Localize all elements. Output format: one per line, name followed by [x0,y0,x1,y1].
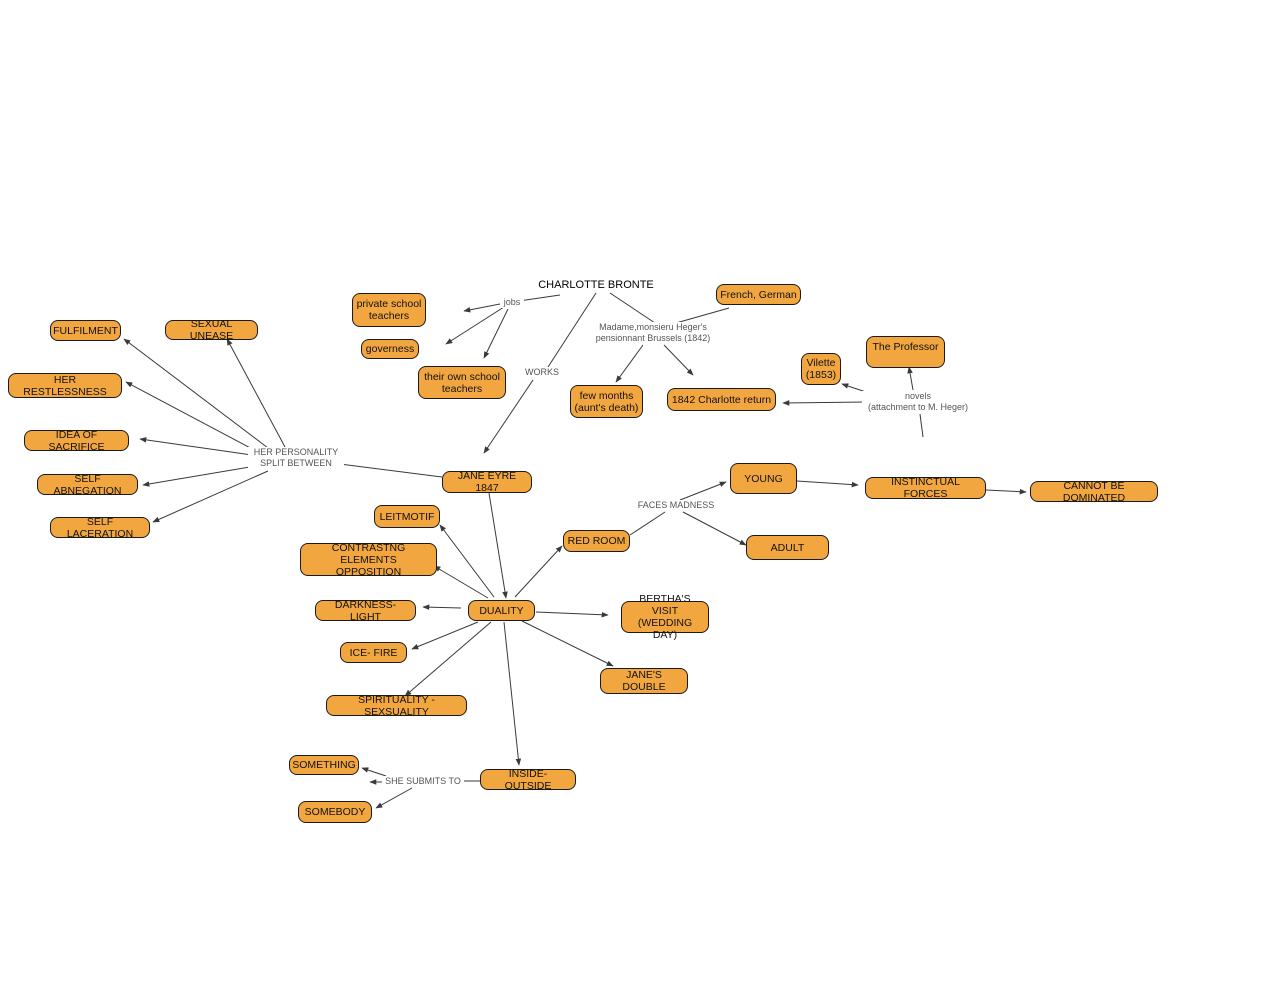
node-instinctual-forces[interactable]: INSTINCTUAL FORCES [865,476,986,500]
node-berthas-visit[interactable]: BERTHA'S VISIT (WEDDING DAY) [621,593,709,641]
link-faces-adult [682,511,747,546]
node-contrasting-elements[interactable]: CONTRASTNG ELEMENTS OPPOSITION [300,542,437,578]
link-duality-spirituality [404,621,492,697]
link-pers-laceration [152,470,269,523]
link-heger-french [675,307,730,324]
link-submits-something [361,767,387,777]
label-faces-madness: FACES MADNESS [632,500,720,511]
link-submits-somebody [375,787,413,809]
node-duality[interactable]: DUALITY [468,600,535,621]
link-title-works [547,292,597,368]
node-janes-double[interactable]: JANE'S DOUBLE [600,668,688,694]
link-novels-return [782,400,867,406]
link-duality-darkness [422,604,462,610]
link-duality-insideoutside [503,621,522,766]
link-janeeyre-duality [488,492,508,599]
link-pers-abnegation [142,465,257,487]
link-duality-icefire [411,621,479,650]
link-duality-contrasting [433,565,489,599]
link-redroom-faces [629,511,666,536]
node-cannot-be-dominated[interactable]: CANNOT BE DOMINATED [1030,480,1158,504]
link-novels-up [919,413,924,438]
map-title: CHARLOTTE BRONTE [538,279,654,291]
link-jobs-governess [445,306,505,345]
link-pers-sacrifice [139,437,253,456]
label-works: WORKS [522,367,562,378]
node-french-german[interactable]: French, German [716,284,801,305]
node-somebody[interactable]: SOMEBODY [298,801,372,823]
link-young-instinctual [796,480,859,488]
link-novels-professor [907,366,914,391]
node-inside-outside[interactable]: INSIDE- OUTSIDE [480,768,576,792]
node-sexual-unease[interactable]: SEXUAL UNEASE [165,318,258,342]
node-darkness-light[interactable]: DARKNESS- LIGHT [315,599,416,623]
link-faces-young [679,481,727,501]
link-works-janeeyre [483,379,534,454]
node-self-laceration[interactable]: SELF LACERATION [50,516,150,540]
label-novels: novels (attachment to M. Heger) [862,391,974,413]
node-something[interactable]: SOMETHING [289,755,359,775]
label-submits: SHE SUBMITS TO [382,776,464,787]
link-novels-vilette [841,383,867,393]
node-vilette[interactable]: Vilette (1853) [801,353,841,385]
node-fulfilment[interactable]: FULFILMENT [50,320,121,341]
link-jobs-private [463,303,501,313]
node-charlotte-return[interactable]: 1842 Charlotte return [667,388,776,411]
node-adult[interactable]: ADULT [746,535,829,560]
label-personality: HER PERSONALITY SPLIT BETWEEN [248,447,344,469]
link-pers-fulfilment [123,338,269,449]
link-heger-return [663,344,694,376]
link-duality-leitmotif [439,524,495,598]
node-private-school-teachers[interactable]: private school teachers [352,293,426,327]
link-pers-sexualunease [226,338,286,448]
node-idea-of-sacrifice[interactable]: IDEA OF SACRIFICE [24,429,129,453]
link-janeeyre-personality [331,462,443,478]
node-own-school-teachers[interactable]: their own school teachers [418,366,506,399]
node-her-restlessness[interactable]: HER RESTLESSNESS [8,373,122,398]
node-jane-eyre[interactable]: JANE EYRE 1847 [442,470,532,494]
link-heger-fewmonths [615,344,644,383]
node-governess[interactable]: governess [361,339,419,359]
link-jobs-own [483,308,509,359]
node-leitmotif[interactable]: LEITMOTIF [374,505,440,528]
link-duality-double [521,620,614,667]
link-pers-restlessness [125,381,259,453]
node-the-professor[interactable]: The Professor [866,336,945,368]
node-self-abnegation[interactable]: SELF ABNEGATION [37,473,138,497]
link-instinctual-cannot [985,488,1027,495]
node-few-months[interactable]: few months (aunt's death) [570,385,643,418]
link-duality-bertha [535,611,609,618]
link-title-heger [609,292,656,324]
node-young[interactable]: YOUNG [730,463,797,494]
label-jobs: jobs [500,297,524,308]
node-spirituality-sexsuality[interactable]: SPIRITUALITY -SEXSUALITY [326,694,467,718]
node-red-room[interactable]: RED ROOM [563,530,630,552]
label-heger: Madame,monsieru Heger's pensionnant Brus… [586,322,720,344]
node-ice-fire[interactable]: ICE- FIRE [340,642,407,663]
link-duality-redroom [514,545,563,598]
